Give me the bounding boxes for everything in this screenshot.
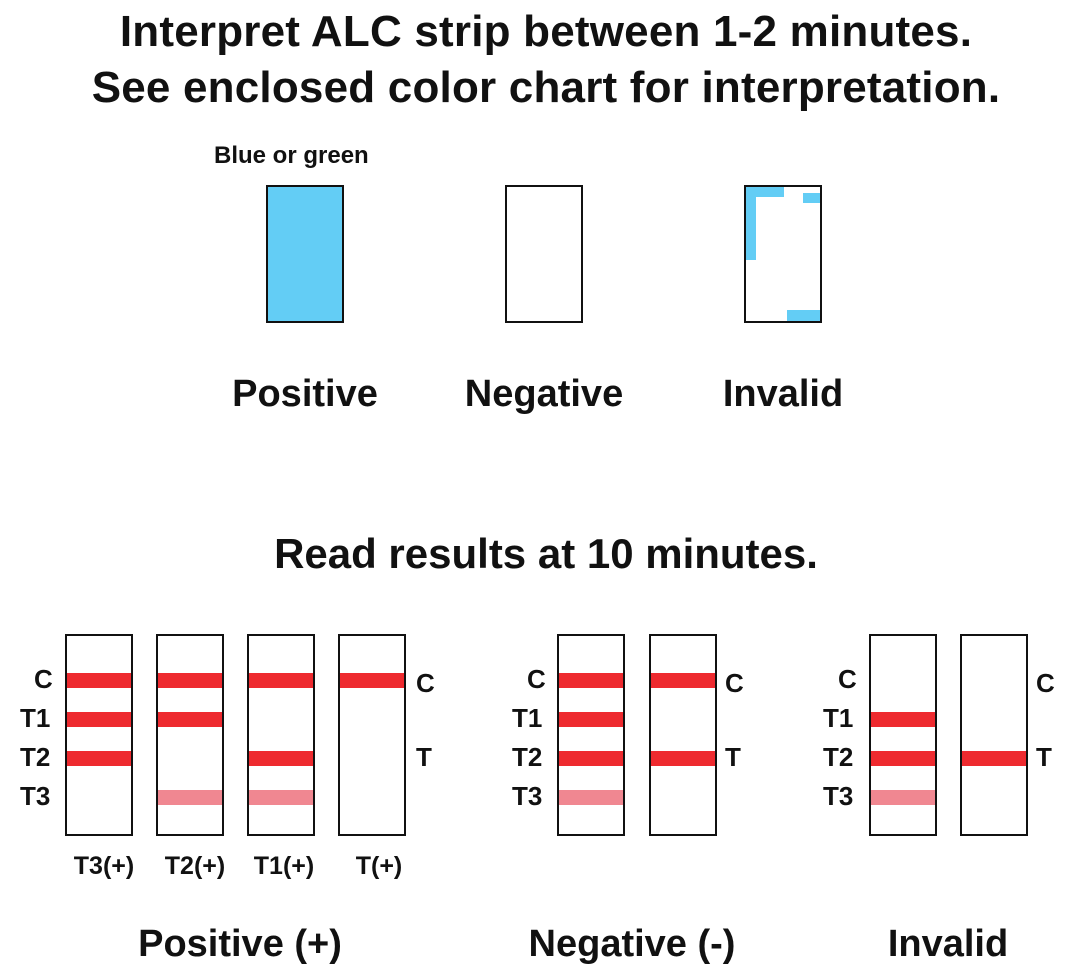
caption-t-positive: T(+): [355, 852, 403, 880]
group-label-invalid: Invalid: [887, 923, 1009, 965]
inv-label-t1: T1: [823, 703, 854, 733]
inv-strip-t3: [869, 634, 937, 836]
line-t: [651, 751, 715, 766]
caption-t1-positive: T1(+): [253, 852, 315, 880]
pos-right-label-c: C: [416, 668, 435, 698]
line-t1: [158, 712, 222, 727]
alc-positive-label: Positive: [232, 373, 378, 415]
pos-strip-t3: [65, 634, 133, 836]
invalid-blue-patch-bottom: [787, 310, 820, 321]
line-c: [67, 673, 131, 688]
pos-strip-t1: [247, 634, 315, 836]
line-t1: [67, 712, 131, 727]
alc-negative-strip: [505, 185, 583, 323]
pos-strip-t2: [156, 634, 224, 836]
neg-label-c: C: [527, 664, 546, 694]
neg-label-t2: T2: [512, 742, 543, 772]
header-line-2: See enclosed color chart for interpretat…: [91, 63, 1001, 112]
group-label-positive: Positive (+): [138, 923, 342, 965]
pos-right-label-t: T: [416, 742, 432, 772]
inv-label-t3: T3: [823, 781, 854, 811]
inv-label-c: C: [838, 664, 857, 694]
caption-t2-positive: T2(+): [164, 852, 226, 880]
blue-or-green-note: Blue or green: [214, 142, 369, 169]
pos-label-t3: T3: [20, 781, 51, 811]
neg-label-t1: T1: [512, 703, 543, 733]
pos-label-t1: T1: [20, 703, 51, 733]
line-t2: [67, 751, 131, 766]
alc-invalid-label: Invalid: [722, 373, 844, 415]
line-t2: [559, 751, 623, 766]
inv-label-t2: T2: [823, 742, 854, 772]
line-c: [158, 673, 222, 688]
line-t3: [249, 790, 313, 805]
line-c: [559, 673, 623, 688]
alc-negative-label: Negative: [464, 373, 624, 415]
alc-invalid-strip: [744, 185, 822, 323]
line-t2: [871, 751, 935, 766]
inv-right-label-c: C: [1036, 668, 1055, 698]
line-t: [962, 751, 1026, 766]
invalid-blue-patch-left: [746, 197, 756, 260]
line-t1: [559, 712, 623, 727]
line-t3: [559, 790, 623, 805]
header-line-1: Interpret ALC strip between 1-2 minutes.: [119, 7, 973, 56]
neg-right-label-t: T: [725, 742, 741, 772]
line-c: [249, 673, 313, 688]
pos-label-t2: T2: [20, 742, 51, 772]
line-t3: [158, 790, 222, 805]
invalid-blue-patch-right: [803, 193, 820, 203]
pos-strip-t: [338, 634, 406, 836]
neg-label-t3: T3: [512, 781, 543, 811]
line-t1: [871, 712, 935, 727]
line-t2: [249, 751, 313, 766]
inv-right-label-t: T: [1036, 742, 1052, 772]
line-t3: [871, 790, 935, 805]
pos-label-c: C: [34, 664, 53, 694]
neg-strip-t3: [557, 634, 625, 836]
line-c: [340, 673, 404, 688]
neg-right-label-c: C: [725, 668, 744, 698]
group-label-negative: Negative (-): [528, 923, 736, 965]
neg-strip-t: [649, 634, 717, 836]
caption-t3-positive: T3(+): [73, 852, 135, 880]
line-c: [651, 673, 715, 688]
read-results-title: Read results at 10 minutes.: [274, 530, 818, 577]
invalid-blue-patch-top: [746, 187, 784, 197]
alc-positive-strip: [266, 185, 344, 323]
inv-strip-t: [960, 634, 1028, 836]
